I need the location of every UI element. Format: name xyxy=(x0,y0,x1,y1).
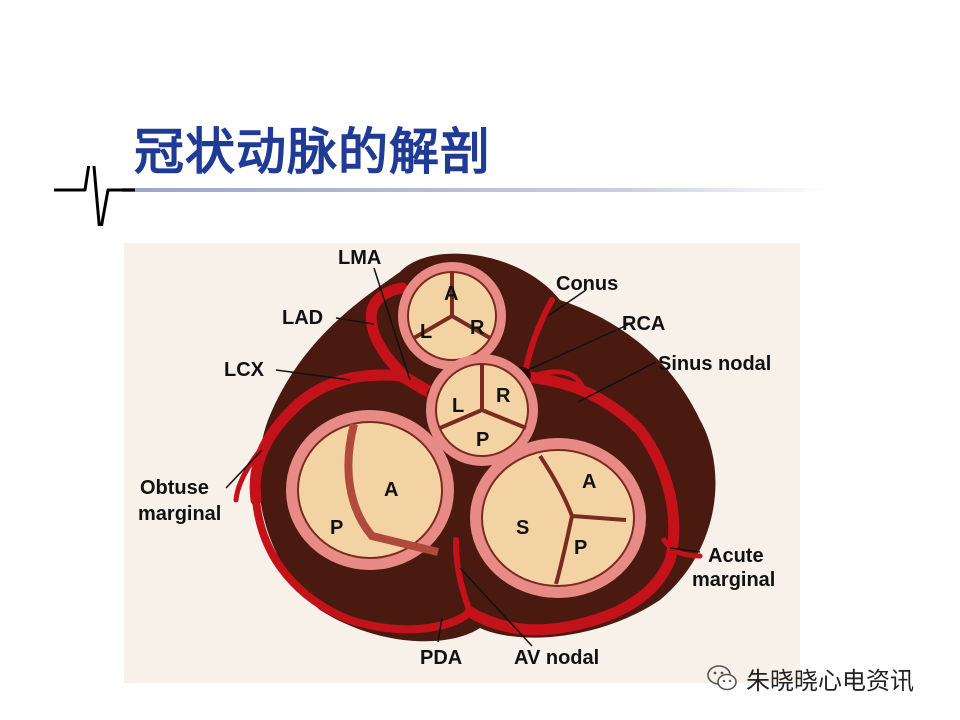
title-underline xyxy=(122,188,830,192)
ecg-spike-icon xyxy=(54,166,135,226)
sinus-nodal-artery xyxy=(537,369,589,399)
lcx-label: LCX xyxy=(224,359,265,381)
watermark: 朱晓晓心电资讯 xyxy=(706,660,914,696)
mitral-valve: A P xyxy=(286,410,454,570)
pulmonary-left-label: L xyxy=(420,321,432,343)
mitral-anterior-label: A xyxy=(384,479,398,501)
lad-artery xyxy=(365,282,410,382)
tricuspid-anterior-label: A xyxy=(582,471,596,493)
slide-title: 冠状动脉的解剖 xyxy=(134,123,491,181)
acute-marginal-label-2: marginal xyxy=(692,569,775,591)
av-nodal-label: AV nodal xyxy=(514,647,599,669)
obtuse-marginal-label-2: marginal xyxy=(138,503,221,525)
wechat-icon xyxy=(707,665,737,691)
aortic-right-label: R xyxy=(496,385,511,407)
lad-label: LAD xyxy=(282,307,323,329)
lma-label: LMA xyxy=(338,247,381,269)
aortic-posterior-label: P xyxy=(476,429,489,451)
conus-artery xyxy=(523,297,555,371)
title-rule xyxy=(54,166,830,226)
acute-marginal-artery xyxy=(661,537,703,559)
rca-artery xyxy=(464,370,680,636)
pda-label: PDA xyxy=(420,647,462,669)
mitral-posterior-label: P xyxy=(330,517,343,539)
pulmonary-right-label: R xyxy=(470,317,485,339)
tricuspid-septal-label: S xyxy=(516,517,529,539)
tricuspid-valve: A S P xyxy=(470,438,646,598)
aortic-valve: L R P xyxy=(426,354,538,466)
pda-artery xyxy=(453,537,473,615)
acute-marginal-label-1: Acute xyxy=(708,545,764,567)
aortic-left-label: L xyxy=(452,395,464,417)
conus-label: Conus xyxy=(556,273,618,295)
pulmonary-valve: A L R xyxy=(398,262,506,370)
pulmonary-anterior-label: A xyxy=(444,283,458,305)
rca-label: RCA xyxy=(622,313,665,335)
leader-lines xyxy=(225,267,701,647)
lcx-artery xyxy=(249,369,408,506)
watermark-text: 朱晓晓心电资讯 xyxy=(746,666,914,695)
tricuspid-posterior-label: P xyxy=(574,537,587,559)
obtuse-marginal-artery xyxy=(233,437,271,503)
obtuse-marginal-label-1: Obtuse xyxy=(140,477,209,499)
sinus-nodal-label: Sinus nodal xyxy=(658,353,771,375)
